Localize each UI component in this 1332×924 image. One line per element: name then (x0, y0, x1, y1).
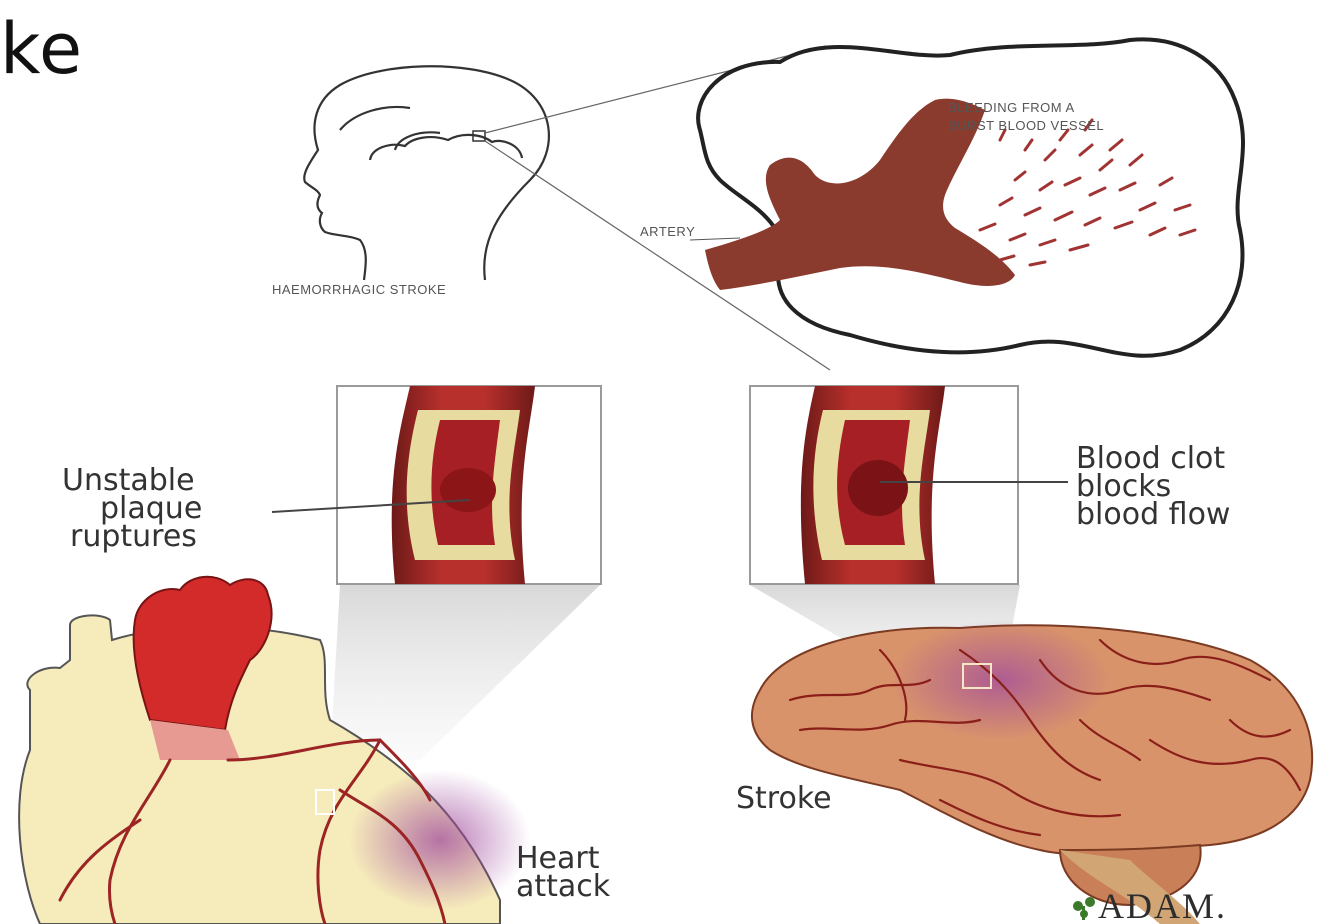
vessel-box-right (750, 386, 1018, 584)
vessel-box-left (337, 386, 601, 584)
adam-logo-text: ADAM. (1098, 886, 1227, 924)
zoom-cone-left (330, 585, 600, 760)
haemorrhagic-label: HAEMORRHAGIC STROKE (272, 282, 446, 297)
adam-leaf-icon (1073, 897, 1095, 920)
artery-label: ARTERY (640, 224, 695, 239)
bleeding-label-line2: BURST BLOOD VESSEL (948, 118, 1104, 133)
brain-illustration (752, 620, 1312, 924)
stroke-label: Stroke (736, 781, 832, 816)
unstable-label-line3: ruptures (70, 519, 197, 554)
bleeding-label-line1: BLEEDING FROM A (948, 100, 1075, 115)
artery-leader (690, 238, 740, 240)
head-outline (304, 66, 549, 280)
heart-label-line2: attack (516, 869, 611, 904)
clot-label-line3: blood flow (1076, 497, 1230, 532)
